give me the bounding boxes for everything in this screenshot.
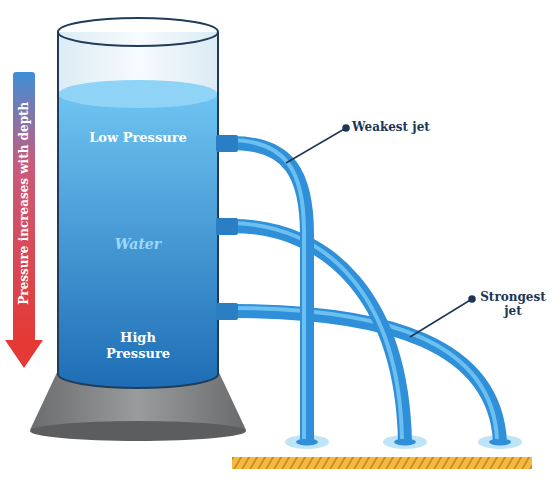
jet-highlight	[229, 140, 304, 439]
water-jet	[232, 143, 307, 442]
tank-wall	[57, 32, 59, 374]
outlet-pipe	[216, 218, 238, 235]
leader-lines	[286, 125, 475, 337]
pressure-label: Low Pressure	[88, 130, 188, 146]
stand-foot	[30, 421, 246, 441]
tank-bottom	[58, 374, 218, 388]
tank-node: Low PressureWaterHigh Pressure	[56, 14, 220, 394]
callout-label: Strongest jet	[476, 290, 550, 319]
jet-highlight	[229, 223, 402, 439]
leader-dot	[469, 296, 475, 302]
axis-label: Pressure increases with depth	[17, 68, 31, 338]
depth-arrow-head	[5, 340, 43, 368]
callout-label: Weakest jet	[352, 120, 472, 134]
water-jets	[229, 140, 500, 442]
water-jet	[232, 226, 405, 442]
tank-water	[58, 94, 218, 388]
tank-rim	[58, 18, 218, 46]
water-label: Water	[78, 236, 198, 253]
water-surface	[58, 80, 218, 108]
leader-line	[410, 299, 472, 337]
jet-highlight	[229, 308, 497, 439]
ground-strip	[232, 457, 532, 469]
outlet-pipe	[216, 135, 238, 152]
leader-dot	[343, 125, 349, 131]
water-jet	[232, 311, 500, 442]
outlet-pipes	[216, 135, 238, 320]
leader-line	[286, 128, 346, 163]
tank-wall	[217, 32, 219, 374]
outlet-pipe	[216, 303, 238, 320]
pressure-label: High Pressure	[88, 330, 188, 361]
